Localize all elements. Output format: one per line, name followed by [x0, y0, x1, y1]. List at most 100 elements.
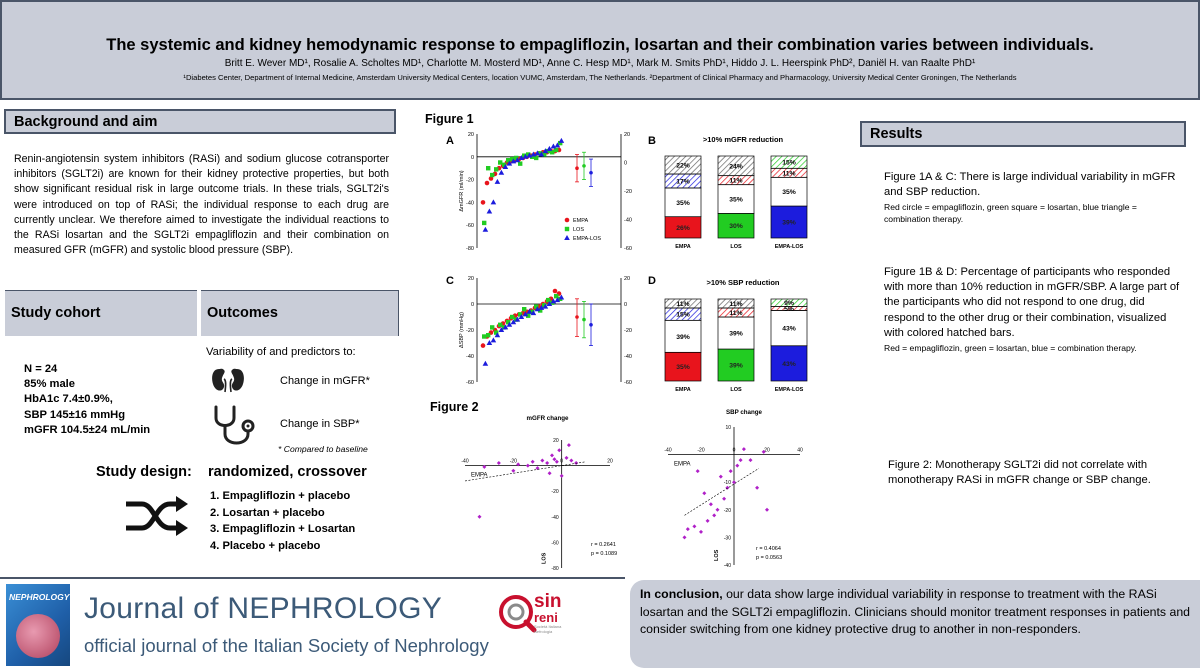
data-point-empa-los: [522, 311, 529, 317]
outcome-sbp: Change in SBP*: [210, 404, 360, 450]
data-point-empa-los: [534, 150, 541, 156]
data-point-empa-los: [502, 164, 509, 170]
error-mean: [575, 166, 579, 170]
stacked-bar-segment: [664, 155, 702, 175]
y-tick-label: -20: [724, 508, 731, 514]
stacked-bar-segment: [770, 155, 808, 169]
data-point: [718, 474, 723, 479]
chart-title: SBP change: [726, 409, 763, 416]
data-point-empa-los: [514, 157, 521, 163]
journal-subtitle: official journal of the Italian Society …: [84, 635, 489, 656]
data-point-empa-los: [550, 143, 557, 149]
y-tick-label: -80: [466, 246, 474, 252]
figure-2-label: Figure 2: [430, 400, 479, 414]
outcomes-heading: Outcomes: [201, 290, 399, 336]
data-point: [540, 458, 545, 463]
stacked-bar-segment: [770, 298, 808, 307]
results-paragraph-1: Figure 1A & C: There is large individual…: [884, 170, 1184, 225]
y-tick-label: 10: [725, 425, 731, 431]
bar-segment-label: 11%: [676, 301, 689, 308]
chart-title: >10% SBP reduction: [706, 278, 779, 287]
kidney-illustration: [16, 614, 60, 658]
data-point-empa-los: [542, 148, 549, 154]
design-arms: 1. Empagliflozin + placebo 2. Losartan +…: [210, 488, 355, 554]
stacked-bar-segment: [770, 205, 808, 239]
data-point-empa-los: [538, 304, 545, 310]
data-point: [712, 513, 717, 518]
outcomes-note: * Compared to baseline: [278, 444, 368, 454]
stacked-bar-segment: [770, 345, 808, 382]
data-point-empa-los: [558, 137, 565, 143]
y-tick-label-right: 0: [624, 161, 627, 167]
data-point-empa-los: [486, 340, 493, 345]
data-point: [685, 527, 690, 532]
data-point-los: [530, 309, 535, 314]
trend-line: [464, 461, 586, 482]
bar-segment-label: 35%: [782, 189, 796, 196]
y-tick-label: -40: [724, 563, 731, 569]
data-point-empa-los: [514, 316, 521, 322]
x-tick-label: -20: [510, 459, 517, 465]
data-point-los: [526, 152, 531, 157]
bar-segment-label: 11%: [729, 301, 742, 308]
stacked-bar-segment: [717, 155, 755, 177]
data-point-los: [486, 333, 491, 338]
data-point: [695, 469, 700, 474]
y-tick-label-right: -60: [624, 246, 632, 252]
data-point: [692, 524, 697, 529]
y-tick-label: -60: [466, 380, 474, 386]
y-tick-label: -30: [724, 535, 731, 541]
data-point: [708, 502, 713, 507]
bar-segment-label: 30%: [729, 223, 743, 230]
y-tick-label: -40: [466, 200, 474, 206]
data-point-los: [494, 167, 499, 172]
y-tick-label: 0: [471, 155, 474, 161]
data-point-los: [530, 154, 535, 159]
data-point: [765, 507, 769, 512]
data-point: [722, 496, 727, 501]
x-tick-label: -40: [461, 459, 468, 465]
sin-logo-mark: [499, 595, 537, 633]
data-point-empa-los: [554, 142, 561, 148]
x-tick-label: 0: [733, 448, 736, 454]
data-point: [525, 463, 530, 468]
data-point-los: [510, 314, 515, 320]
outcome-mgfr: Change in mGFR*: [210, 366, 370, 396]
data-point: [482, 464, 487, 469]
y-tick-label: -20: [466, 178, 474, 184]
data-point-los: [522, 307, 527, 312]
error-mean: [582, 164, 586, 168]
bar-segment-label: 39%: [729, 363, 743, 370]
data-point-los: [518, 312, 523, 317]
sin-logo-text-2: reni: [534, 610, 558, 625]
data-point: [705, 518, 710, 523]
data-point: [682, 535, 687, 540]
results-p1-text: Figure 1A & C: There is large individual…: [884, 171, 1176, 199]
bar-segment-label: 39%: [676, 334, 690, 341]
panel-a-letter: A: [446, 135, 454, 147]
x-tick-label: EMPA-LOS: [775, 387, 804, 393]
legend-marker: [564, 235, 570, 240]
bar-segment-label: 11%: [782, 170, 795, 177]
cohort-body: [5, 336, 399, 576]
data-point-empa-los: [558, 294, 565, 300]
data-point: [566, 443, 571, 448]
y-axis-label: LOS: [714, 549, 720, 561]
x-tick-label: EMPA: [675, 387, 691, 393]
y-tick-label: -60: [551, 540, 558, 546]
poster-header: The systemic and kidney hemodynamic resp…: [0, 0, 1200, 100]
bar-segment-label: 17%: [676, 179, 690, 186]
results-p2-text: Figure 1B & D: Percentage of participant…: [884, 266, 1180, 339]
y-axis-label: LOS: [542, 552, 548, 564]
bar-segment-label: 9%: [784, 300, 794, 307]
data-point-los: [554, 294, 559, 299]
design-arm: 1. Empagliflozin + placebo: [210, 490, 351, 502]
y-tick-label-right: -60: [624, 380, 632, 386]
author-list: Britt E. Wever MD¹, Rosalie A. Scholtes …: [224, 58, 976, 69]
crossover-icon: [126, 496, 188, 536]
y-tick-label: 20: [553, 438, 559, 444]
data-point-empa-los: [510, 319, 517, 325]
data-point-empa-los: [498, 169, 505, 175]
data-point: [535, 466, 540, 471]
bar-segment-label: 15%: [782, 160, 796, 167]
